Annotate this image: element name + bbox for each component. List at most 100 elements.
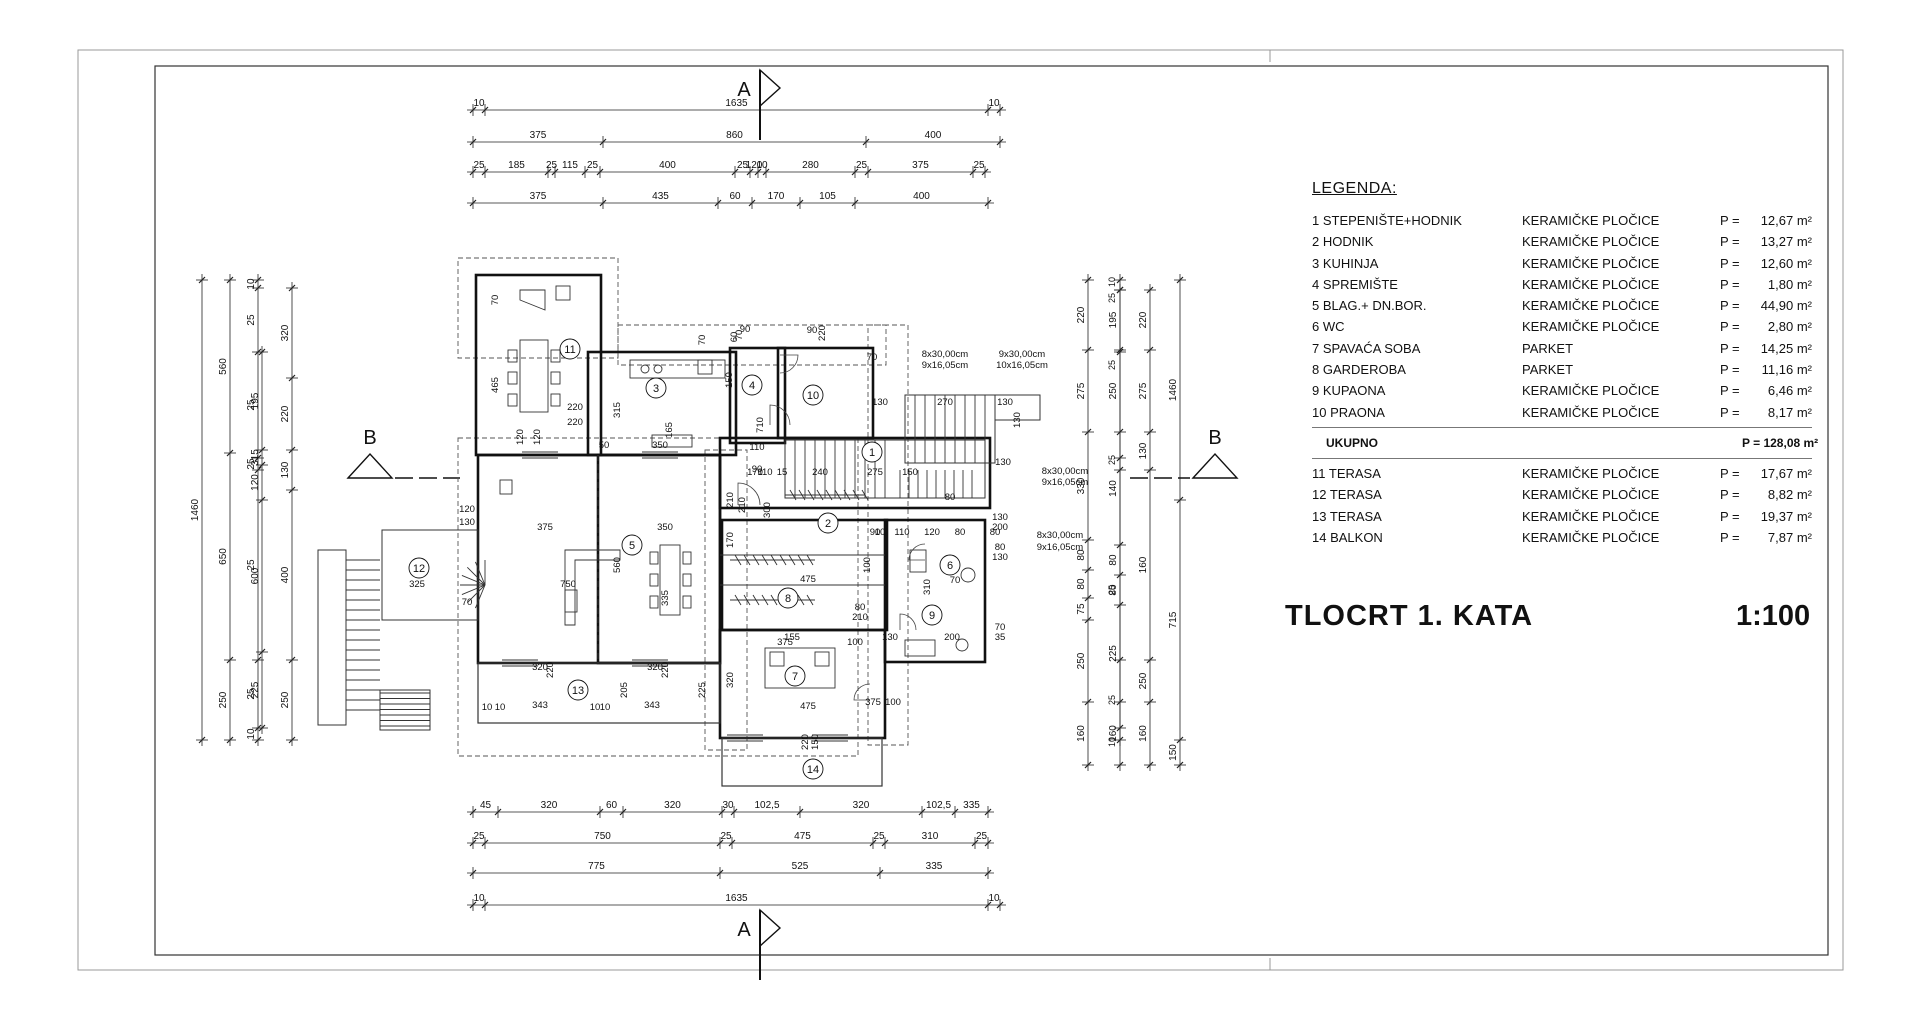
dimension-slash (981, 168, 989, 176)
dimension-text: 10 (246, 728, 257, 740)
legend-room-area: 6,46 m² (1767, 383, 1812, 399)
wardrobe-hanger (734, 554, 742, 566)
dimension-text: 45 (480, 800, 492, 811)
section-label: A (737, 79, 751, 101)
dimension-text: 120 (250, 474, 261, 491)
dimension-slash (969, 168, 977, 176)
interior-dimension-text: 80 (955, 527, 966, 538)
interior-dimension-text: 70 (950, 575, 961, 586)
dimension-text: 250 (218, 691, 229, 708)
dimension-slash (1084, 698, 1092, 706)
interior-dimension-text: 10 (495, 702, 506, 713)
dimension-slash (258, 496, 266, 504)
dimension-text: 320 (280, 324, 291, 341)
dimension-slash (1146, 428, 1154, 436)
interior-dimension-text: 200 (992, 522, 1008, 533)
interior-dimension-text: 70 (734, 330, 745, 341)
interior-dimension-text: 100 (862, 557, 873, 573)
dimension-slash (869, 839, 877, 847)
interior-dimension-text: 130 (872, 397, 888, 408)
dimension-text: 195 (250, 392, 261, 409)
dimension-text: 105 (819, 191, 836, 202)
interior-dimension-text: 350 (652, 440, 668, 451)
interior-dimension-text: 90 (870, 527, 881, 538)
chair-icon (682, 551, 692, 565)
interior-dimension-text: 80 (855, 602, 866, 613)
interior-dimension-text: 375 (777, 637, 793, 648)
dimension-text: 130 (280, 461, 291, 478)
dimension-slash (288, 446, 296, 454)
pillow-icon (769, 651, 785, 667)
dimension-slash (198, 276, 206, 284)
dimension-text: 10 (1107, 737, 1117, 747)
interior-dimension-text: 240 (812, 467, 828, 478)
interior-dimension-text: 310 (922, 579, 933, 595)
section-marker-triangle (346, 452, 394, 479)
dimension-slash (984, 199, 992, 207)
interior-dimension-text: 320 (725, 672, 736, 688)
wardrobe-hanger (797, 554, 805, 566)
interior-dimension-text: 70 (697, 335, 708, 346)
interior-dimension-text: 120 (532, 429, 543, 445)
dimension-slash (731, 168, 739, 176)
dimension-slash (254, 454, 262, 462)
dimension-text: 525 (792, 861, 809, 872)
dimension-text: 400 (659, 160, 676, 171)
kitchen-counter-icon (629, 359, 726, 379)
bathtub-icon (904, 639, 936, 657)
wall-laundry (776, 346, 875, 440)
wardrobe-hanger (788, 554, 796, 566)
dimension-slash (288, 284, 296, 292)
room-number-badge (802, 758, 824, 780)
dimension-text: 320 (541, 800, 558, 811)
dimension-slash (469, 199, 477, 207)
stair-note-text: 8x30,00cm (1042, 466, 1089, 477)
section-label: B (1208, 427, 1221, 449)
interior-dimension-text: 475 (800, 574, 816, 585)
legend-room-area: 13,27 m² (1760, 234, 1812, 250)
dimension-text: 25 (1107, 695, 1117, 705)
interior-dimension-text: 70 (995, 622, 1006, 633)
dimension-text: 400 (913, 191, 930, 202)
room-number-badge (802, 384, 824, 406)
dimension-slash (796, 199, 804, 207)
legend-total-label: UKUPNO (1326, 435, 1379, 450)
dimension-slash (599, 199, 607, 207)
legend-room-area: 7,87 m² (1767, 529, 1812, 545)
room-number: 12 (413, 563, 425, 575)
dimension-text: 1635 (725, 98, 748, 109)
legend-room-name: 14 BALKON (1312, 529, 1383, 545)
legend-room-material: KERAMIČKE PLOČICE (1522, 487, 1660, 503)
section-marker-triangle (759, 68, 782, 108)
dimension-slash (984, 106, 992, 114)
dimension-slash (864, 168, 872, 176)
dimension-text: 275 (1076, 382, 1087, 399)
dimension-text: 25 (1107, 585, 1117, 595)
dimension-slash (851, 168, 859, 176)
hob-icon (640, 364, 650, 374)
interior-dimension-text: 70 (490, 295, 501, 306)
dimension-text: 275 (1138, 382, 1149, 399)
dimension-slash (581, 168, 589, 176)
dimension-slash (1084, 536, 1092, 544)
dimension-slash (258, 648, 266, 656)
wardrobe-hanger (770, 594, 778, 606)
dimension-slash (996, 901, 1004, 909)
dimension-text: 1635 (725, 893, 748, 904)
dimension-text: 250 (1076, 652, 1087, 669)
interior-dimension-text: 130 (882, 632, 898, 643)
legend-room-material: PARKET (1522, 362, 1574, 378)
stair-note-text: 9x30,00cm (999, 349, 1046, 360)
wardrobe-hanger (852, 489, 860, 501)
interior-dimension-text: 80 (995, 542, 1006, 553)
wc-icon (909, 549, 927, 573)
dimension-slash (1084, 276, 1092, 284)
legend-room-area: 12,60 m² (1760, 255, 1812, 271)
stair-note-text: 10x16,05cm (996, 360, 1048, 371)
dimension-text: 160 (1076, 725, 1087, 742)
dimension-text: 750 (594, 831, 611, 842)
